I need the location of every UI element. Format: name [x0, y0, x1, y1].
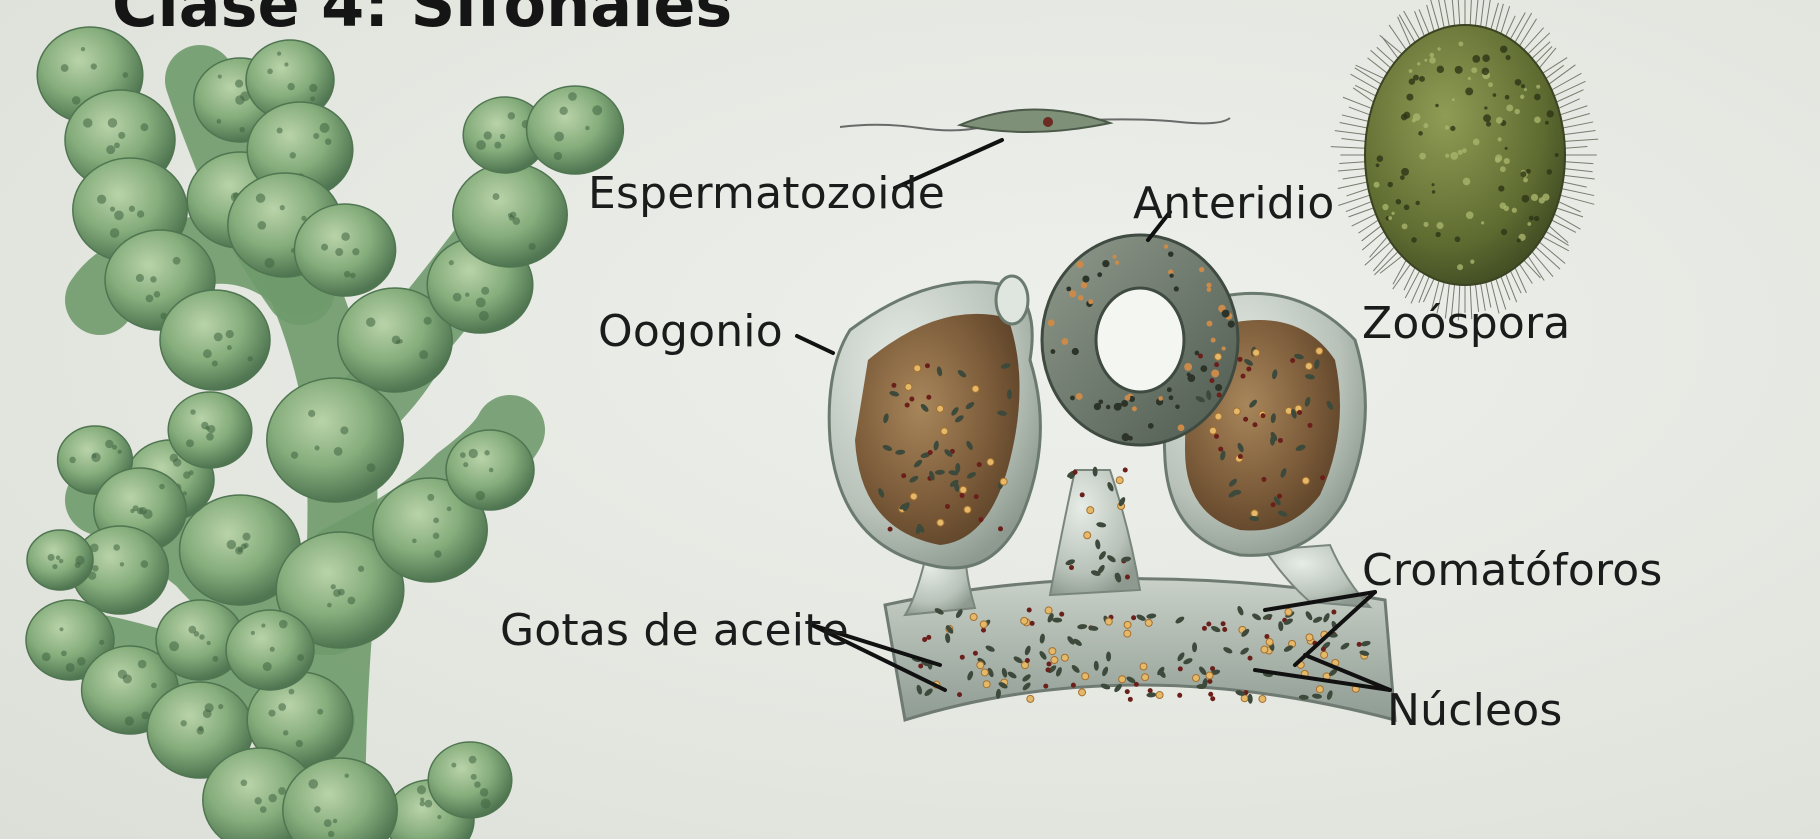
label-espermatozoide: Espermatozoide [588, 168, 945, 219]
label-cromatoforos: Cromatóforos [1362, 545, 1663, 596]
thallus-drawing [26, 27, 623, 839]
label-oogonio: Oogonio [598, 306, 783, 357]
label-nucleos: Núcleos [1387, 685, 1563, 736]
label-gotas-de-aceite: Gotas de aceite [500, 605, 849, 656]
reproductive-structure [829, 235, 1395, 720]
spermatozoid-drawing [840, 109, 1230, 132]
label-anteridio: Anteridio [1133, 178, 1335, 229]
label-zoospora: Zoóspora [1362, 298, 1570, 349]
pointer-oogonio [797, 336, 833, 353]
zoospore-drawing [1331, 0, 1598, 320]
